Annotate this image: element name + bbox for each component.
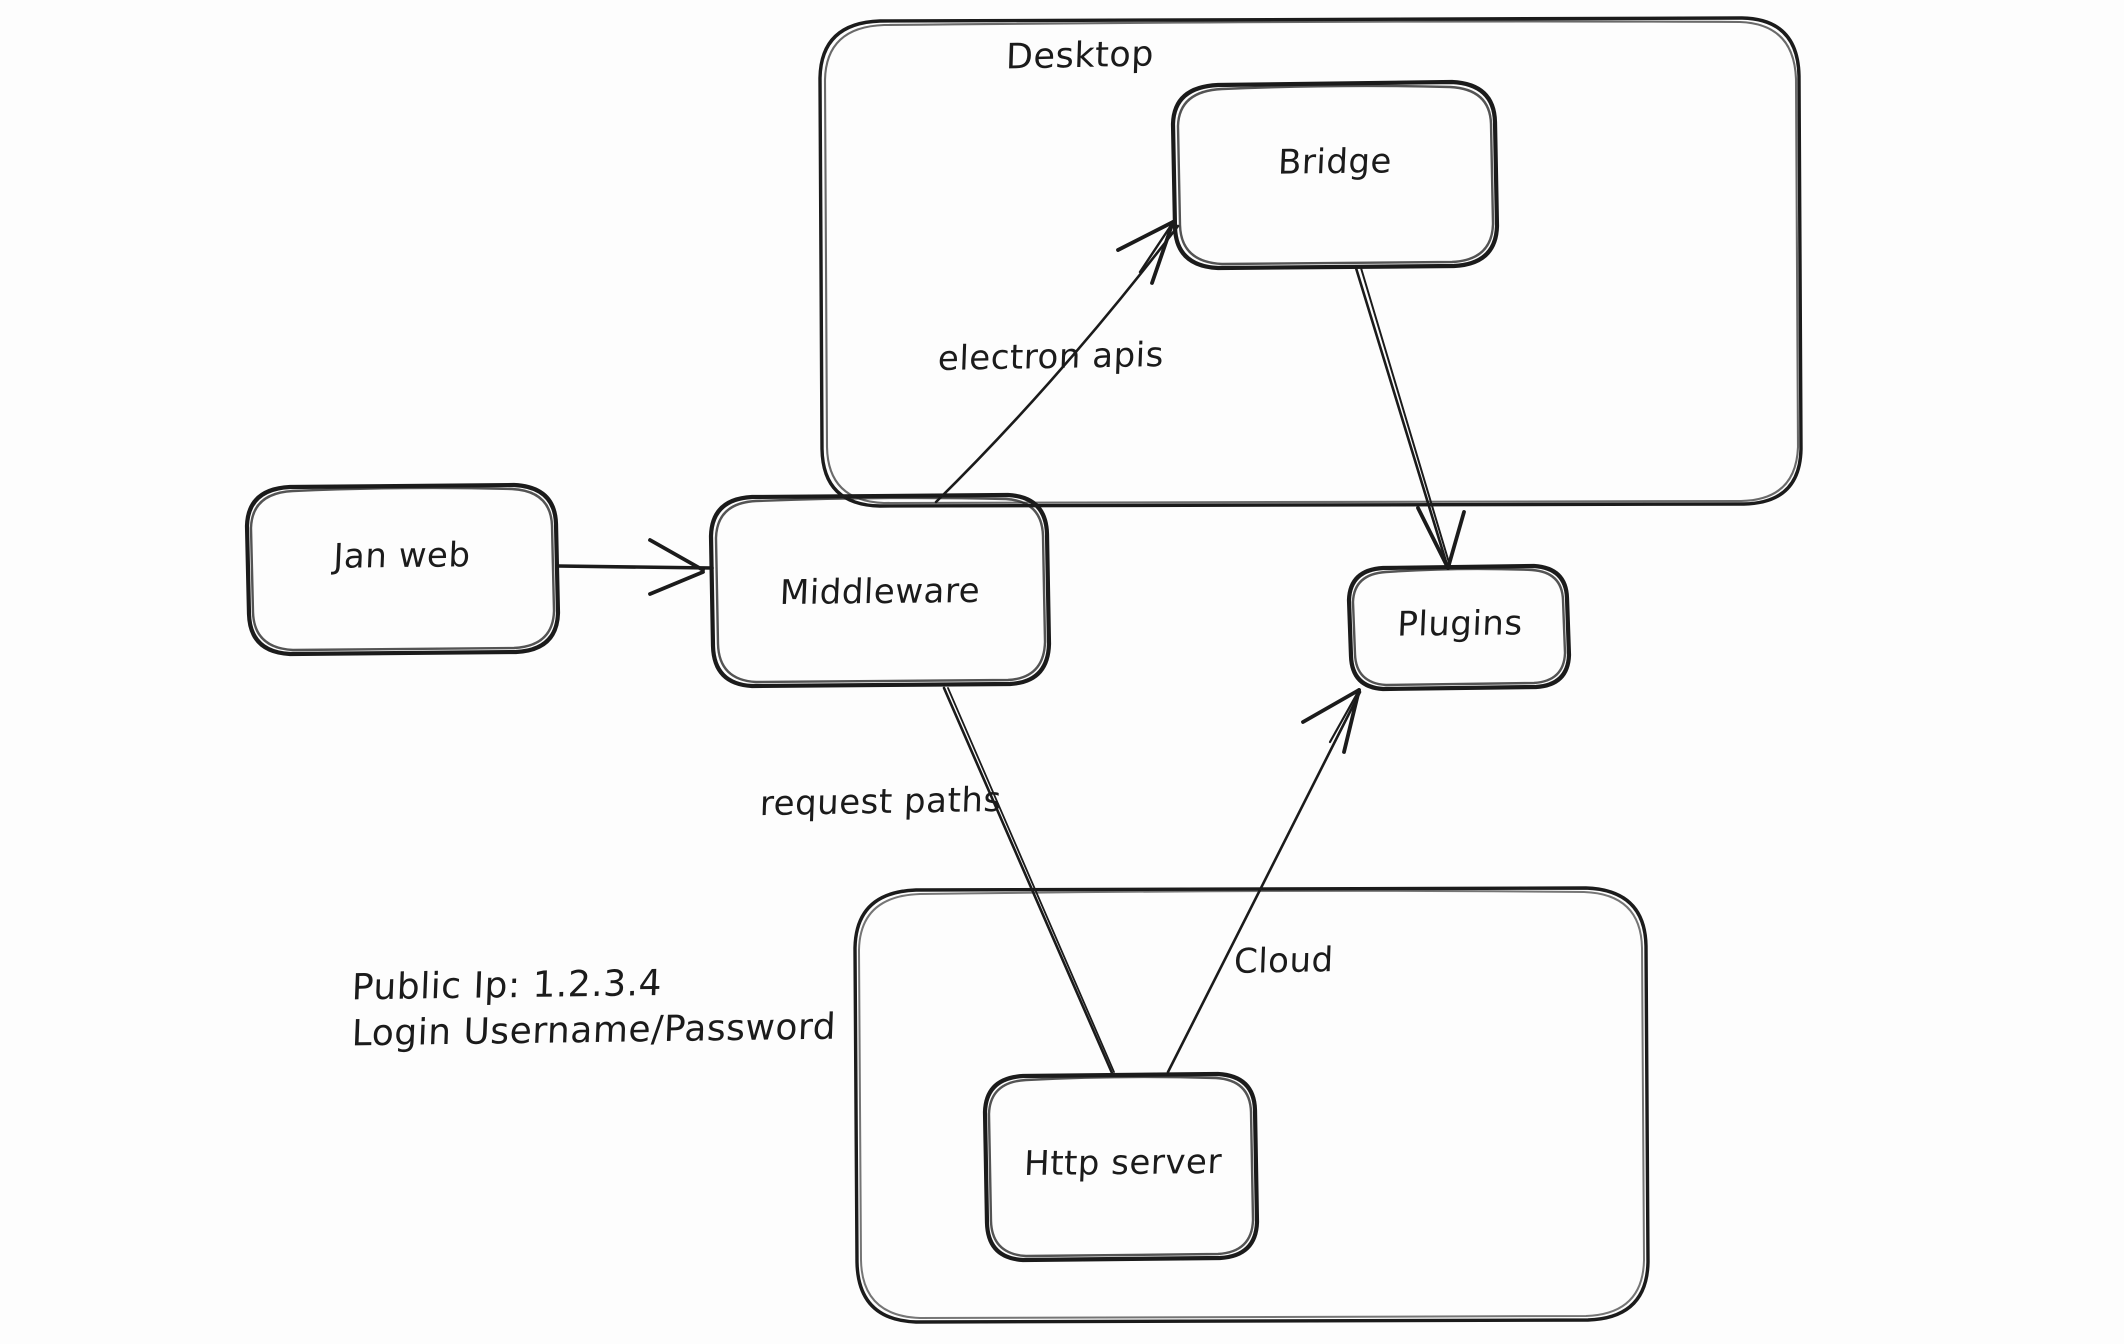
- middleware-node-label: Middleware: [779, 570, 981, 614]
- edge-label-electron-apis: electron apis: [937, 335, 1165, 379]
- edge-janweb-to-middleware: [556, 538, 714, 596]
- public-ip-note: Public Ip: 1.2.3.4: [351, 963, 663, 1009]
- jan-web-node-label: Jan web: [332, 535, 472, 577]
- connection-notes: Public Ip: 1.2.3.4 Login Username/Passwo…: [351, 962, 837, 1054]
- plugins-node-label: Plugins: [1396, 603, 1524, 645]
- middleware-node-shape[interactable]: [708, 492, 1052, 689]
- edge-httpserver-to-plugins: [1166, 688, 1362, 1074]
- bridge-node-shape[interactable]: [1170, 79, 1500, 271]
- edge-label-cloud: Cloud: [1233, 940, 1335, 982]
- jan-web-node-shape[interactable]: [244, 482, 561, 657]
- bridge-node-label: Bridge: [1277, 141, 1393, 183]
- edge-label-request-paths: request paths: [759, 779, 1003, 825]
- edge-middleware-to-httpserver: [942, 686, 1115, 1075]
- desktop-container-label: Desktop: [1005, 34, 1155, 78]
- login-credentials-note: Login Username/Password: [351, 1006, 837, 1055]
- http-server-node-shape[interactable]: [982, 1071, 1260, 1263]
- plugins-node-shape[interactable]: [1346, 563, 1572, 692]
- edge-bridge-to-plugins: [1354, 266, 1466, 570]
- edge-middleware-to-bridge: [934, 220, 1180, 504]
- desktop-container-shape: [818, 16, 1803, 508]
- http-server-node-label: Http server: [1023, 1141, 1223, 1185]
- cloud-container-shape: [853, 886, 1650, 1324]
